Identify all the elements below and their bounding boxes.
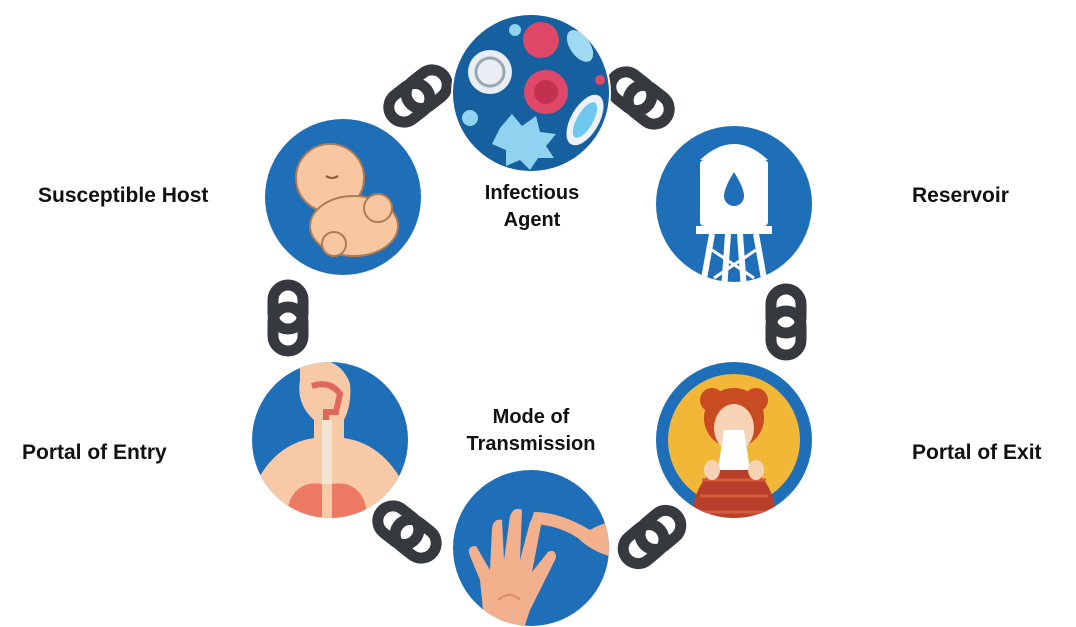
portal-of-exit-label: Portal of Exit [912, 442, 1042, 463]
chain-link-left [273, 285, 303, 351]
portal-of-entry-label: Portal of Entry [22, 442, 167, 463]
sneezing-person-icon [654, 360, 814, 530]
microbes-icon [451, 13, 611, 173]
infant-icon [263, 117, 423, 277]
reservoir-label: Reservoir [912, 185, 1009, 206]
water-tower-icon [654, 124, 814, 290]
mode-of-transmission-line2: Transmission [431, 431, 631, 458]
mode-of-transmission-line1: Mode of [431, 404, 631, 431]
chain-link-top-left [383, 64, 453, 128]
chain-link-right [771, 289, 801, 355]
chain-link-top-right [605, 66, 675, 130]
mode-of-transmission-label: Mode of Transmission [431, 404, 631, 458]
infectious-agent-label: Infectious Agent [432, 180, 632, 234]
chain-link-bottom-right [617, 504, 687, 569]
chain-link-bottom-left [372, 500, 442, 564]
infectious-agent-line2: Agent [432, 207, 632, 234]
hands-touching-icon [451, 468, 640, 627]
susceptible-host-label: Susceptible Host [38, 185, 208, 206]
infectious-agent-line1: Infectious [432, 180, 632, 207]
